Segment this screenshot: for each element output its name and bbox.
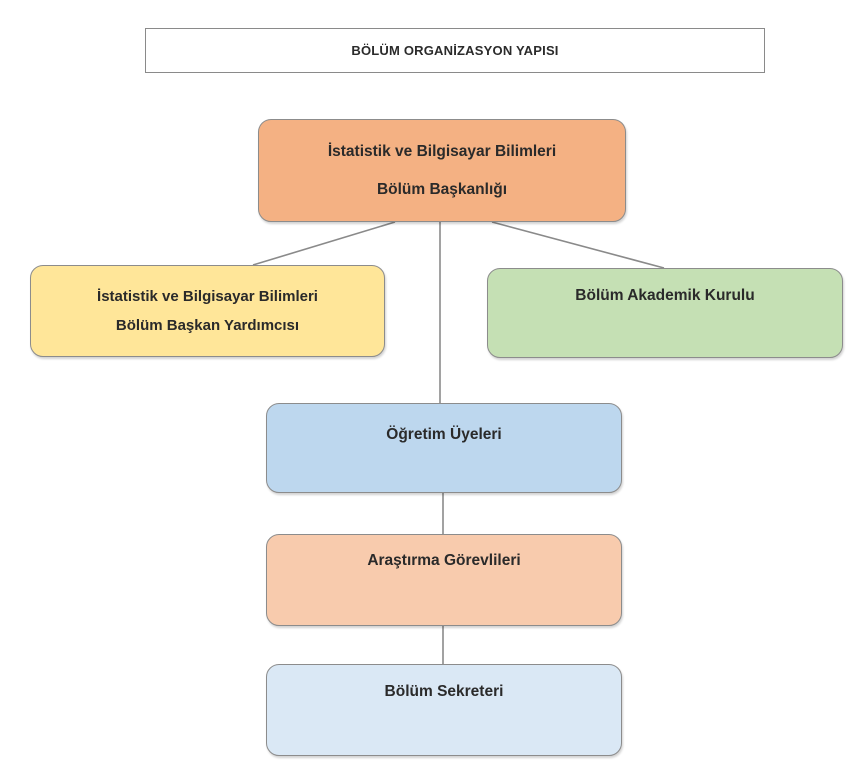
diagram-title: BÖLÜM ORGANİZASYON YAPISI bbox=[145, 28, 765, 73]
node-faculty-members-label: Öğretim Üyeleri bbox=[386, 426, 502, 443]
node-deputy-head-line1: İstatistik ve Bilgisayar Bilimleri bbox=[97, 288, 318, 305]
node-department-secretary-label: Bölüm Sekreteri bbox=[384, 683, 504, 700]
node-department-head: İstatistik ve Bilgisayar Bilimleri Bölüm… bbox=[258, 119, 626, 222]
node-research-assistants: Araştırma Görevlileri bbox=[266, 534, 622, 626]
node-academic-board: Bölüm Akademik Kurulu bbox=[487, 268, 843, 358]
diagram-title-text: BÖLÜM ORGANİZASYON YAPISI bbox=[351, 43, 559, 58]
node-academic-board-label: Bölüm Akademik Kurulu bbox=[575, 287, 755, 304]
node-deputy-head: İstatistik ve Bilgisayar Bilimleri Bölüm… bbox=[30, 265, 385, 357]
edge-head-board bbox=[491, 221, 665, 269]
node-deputy-head-line2: Bölüm Başkan Yardımcısı bbox=[115, 317, 300, 334]
node-department-head-line1: İstatistik ve Bilgisayar Bilimleri bbox=[327, 142, 557, 160]
node-department-secretary: Bölüm Sekreteri bbox=[266, 664, 622, 756]
node-department-head-line2: Bölüm Başkanlığı bbox=[376, 180, 508, 198]
node-faculty-members: Öğretim Üyeleri bbox=[266, 403, 622, 493]
node-research-assistants-label: Araştırma Görevlileri bbox=[367, 552, 521, 569]
edge-head-deputy bbox=[252, 221, 396, 266]
